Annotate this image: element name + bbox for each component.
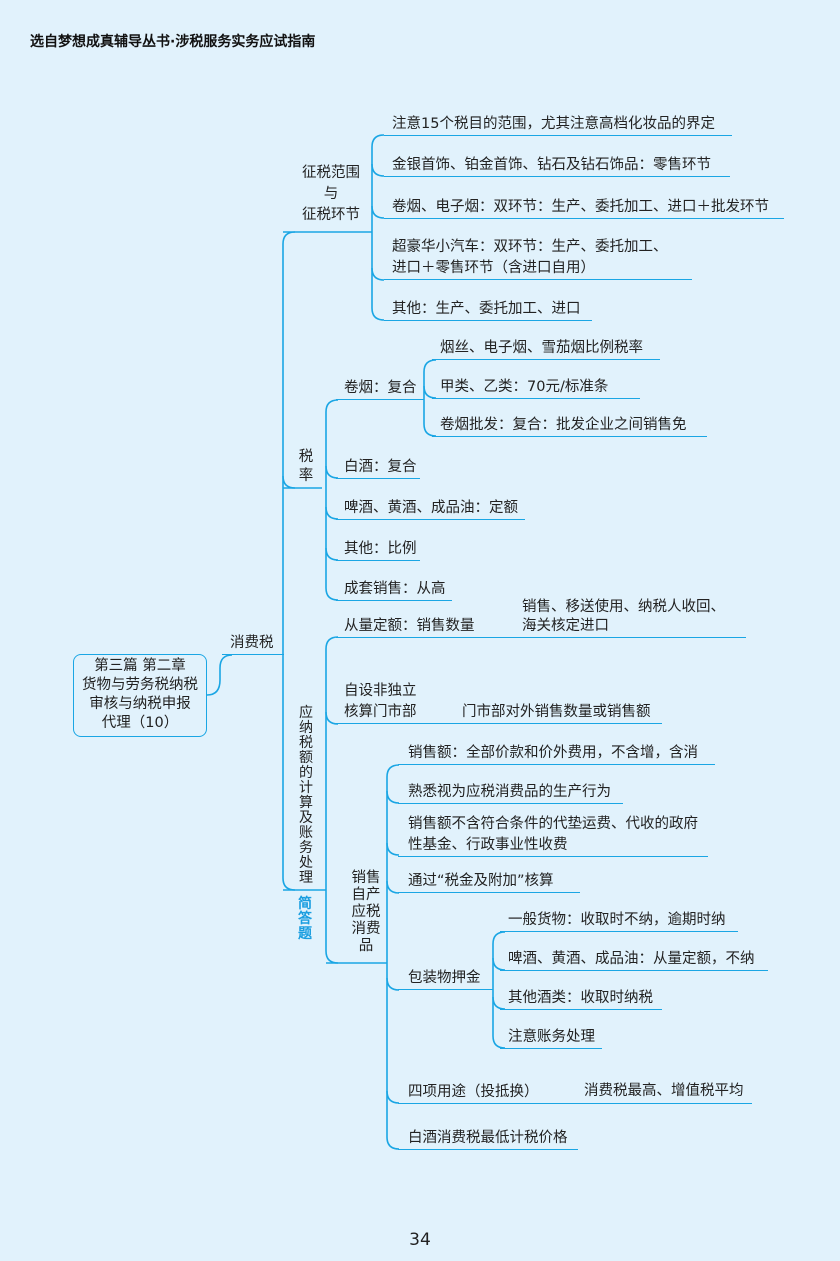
root-line: 审核与纳税申报 (89, 696, 191, 712)
node-scope-title: 征税范围 与 征税环节 (300, 163, 362, 226)
connector-line (325, 506, 339, 520)
scope-item: 卷烟、电子烟：双环节：生产、委托加工、进口＋批发环节 (384, 197, 784, 219)
connector-line (386, 764, 400, 1150)
text: 超豪华小汽车：双环节：生产、委托加工、 (392, 239, 668, 255)
text: 从量定额：销售数量 (344, 618, 475, 634)
rate-item: 白酒：复合 (336, 457, 420, 479)
scope-item: 超豪华小汽车：双环节：生产、委托加工、进口＋零售环节（含进口自用） (384, 237, 692, 280)
text: 卷烟、电子烟：双环节：生产、委托加工、进口＋批发环节 (392, 199, 769, 215)
self-item: 销售额：全部价款和价外费用，不含增，含消 (398, 743, 715, 765)
four-uses-note: 消费税最高、增值税平均 (584, 1083, 744, 1099)
short-answer-tag: 简答题 (298, 896, 312, 942)
self-item: 通过“税金及附加”核算 (398, 871, 580, 893)
four-uses-node: 四项用途（投抵换） (398, 1082, 752, 1104)
specific-note: 销售、移送使用、纳税人收回、海关核定进口 (522, 598, 725, 636)
scope-item: 金银首饰、铂金首饰、钻石及钻石饰品：零售环节 (384, 155, 730, 177)
text: 熟悉视为应税消费品的生产行为 (408, 784, 611, 800)
root-node: 第三篇 第二章 货物与劳务税纳税 审核与纳税申报 代理（10） (73, 654, 207, 737)
text: 金银首饰、铂金首饰、钻石及钻石饰品：零售环节 (392, 157, 711, 173)
connector-line (386, 977, 400, 991)
calc-specific: 从量定额：销售数量 (336, 616, 746, 638)
connector-line (371, 205, 385, 219)
connector-line (423, 359, 437, 437)
connector-line (325, 465, 339, 479)
deposit-node: 包装物押金 (398, 968, 493, 990)
connector-line (386, 1090, 400, 1104)
connector-line (325, 399, 339, 601)
connector-line (386, 880, 400, 894)
rate-item: 其他：比例 (336, 539, 420, 561)
text: 销售额不含符合条件的代垫运费、代收的政府 (408, 816, 698, 832)
deposit-item: 啤酒、黄酒、成品油：从量定额，不纳 (500, 949, 768, 971)
connector-line (386, 790, 400, 804)
text: 通过“税金及附加”核算 (408, 873, 554, 889)
connector-line (282, 231, 296, 891)
text: 注意15个税目的范围，尤其注意高档化妆品的界定 (392, 116, 715, 132)
text: 性基金、行政事业性收费 (408, 837, 568, 853)
calc-store: 自设非独立核算门市部 (336, 681, 662, 724)
connector-line (282, 475, 296, 489)
text: 与 (323, 186, 339, 202)
text: 销售额：全部价款和价外费用，不含增，含消 (408, 745, 698, 761)
page-number: 34 (409, 1230, 431, 1250)
text: 四项用途（投抵换） (408, 1084, 539, 1100)
text: 海关核定进口 (522, 618, 609, 634)
text: 自设非独立 (344, 683, 417, 699)
root-line: 代理（10） (101, 715, 179, 731)
root-line: 第三篇 第二章 (94, 658, 186, 674)
connector-line (206, 654, 233, 696)
connector-line (325, 636, 339, 964)
connector-line (325, 547, 339, 561)
scope-item: 注意15个税目的范围，尤其注意高档化妆品的界定 (384, 114, 732, 136)
deposit-item: 其他酒类：收取时纳税 (500, 988, 662, 1010)
text: 征税范围 (302, 165, 360, 181)
root-line: 货物与劳务税纳税 (82, 677, 198, 693)
connector-line (371, 163, 385, 177)
text: 进口＋零售环节（含进口自用） (392, 260, 595, 276)
liquor-min-price-node: 白酒消费税最低计税价格 (398, 1128, 578, 1150)
node-consumption-tax: 消费税 (222, 633, 284, 655)
cigarette-item: 甲类、乙类：70元/标准条 (432, 377, 640, 399)
connector-line (371, 134, 385, 321)
scope-item: 其他：生产、委托加工、进口 (384, 299, 592, 321)
connector-line (386, 842, 400, 856)
text: 其他：生产、委托加工、进口 (392, 301, 581, 317)
store-note: 门市部对外销售数量或销售额 (462, 704, 651, 720)
text: 征税环节 (302, 207, 360, 223)
connector-line (492, 996, 506, 1010)
node-rate-title: 税率 (298, 449, 314, 484)
text: 销售、移送使用、纳税人收回、 (522, 599, 725, 615)
self-item: 熟悉视为应税消费品的生产行为 (398, 782, 623, 804)
node-calc-title: 应纳税额的计算及账务处理 (299, 705, 313, 886)
text: 核算门市部 (344, 704, 417, 720)
node-self-title: 销售自产应税消费品 (351, 870, 381, 954)
self-item: 销售额不含符合条件的代垫运费、代收的政府性基金、行政事业性收费 (398, 814, 708, 857)
connector-line (423, 385, 437, 399)
cigarette-item: 卷烟批发：复合：批发企业之间销售免 (432, 415, 707, 437)
connector-line (371, 267, 385, 281)
rate-cigarette: 卷烟：复合 (336, 378, 424, 400)
deposit-item: 注意账务处理 (500, 1027, 602, 1049)
connector-line (492, 931, 506, 1049)
rate-item: 成套销售：从高 (336, 579, 452, 601)
connector-line (492, 957, 506, 971)
deposit-item: 一般货物：收取时不纳，逾期时纳 (500, 910, 738, 932)
page-header: 选自梦想成真辅导丛书·涉税服务实务应试指南 (30, 34, 316, 50)
rate-item: 啤酒、黄酒、成品油：定额 (336, 498, 525, 520)
cigarette-item: 烟丝、电子烟、雪茄烟比例税率 (432, 338, 660, 360)
